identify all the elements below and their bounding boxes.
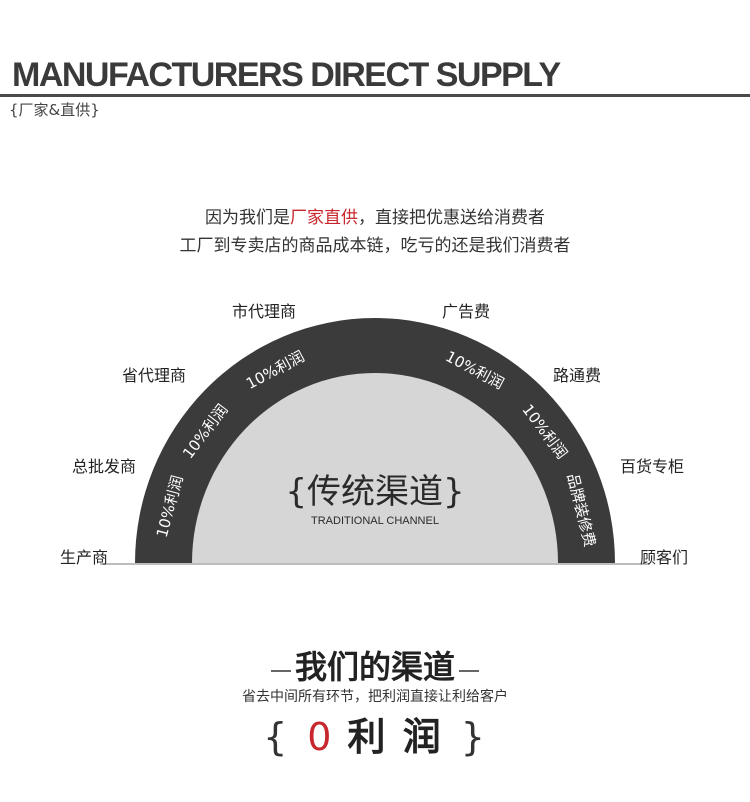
intro-line-1: 因为我们是厂家直供，直接把优惠送给消费者	[0, 203, 750, 228]
page-subtitle: {厂家&直供}	[9, 101, 100, 119]
title-divider	[0, 94, 750, 97]
right-chain-label: 广告费	[442, 302, 490, 321]
diagram-baseline	[100, 563, 650, 565]
center-subtitle: TRADITIONAL CHANNEL	[311, 515, 439, 527]
intro-highlight: 厂家直供	[290, 208, 358, 228]
brace-close: }	[460, 715, 487, 759]
intro-line-2: 工厂到专卖店的商品成本链，吃亏的还是我们消费者	[179, 236, 571, 256]
our-channel-description: 省去中间所有环节，把利润直接让利给客户	[242, 689, 508, 705]
page-title: MANUFACTURERS DIRECT SUPPLY	[12, 56, 561, 94]
traditional-channel-diagram: {传统渠道} TRADITIONAL CHANNEL 10%利润10%利润10%…	[60, 302, 688, 567]
center-title: {传统渠道}	[285, 472, 464, 512]
profit-zero: 0	[307, 715, 334, 759]
right-chain-label: 顾客们	[640, 548, 688, 567]
intro-text: 因为我们是	[205, 208, 290, 228]
title-dash-right	[459, 670, 479, 672]
right-chain-label: 百货专柜	[620, 457, 684, 476]
intro-text: ，直接把优惠送给消费者	[358, 208, 545, 228]
brace-open: {	[263, 715, 290, 759]
inner-semicircle	[192, 373, 558, 563]
our-channel-label: 我们的渠道	[294, 648, 455, 686]
profit-word: 利 润	[347, 715, 443, 759]
left-chain-label: 生产商	[60, 548, 108, 567]
our-channel-title: 我们的渠道	[0, 642, 750, 688]
zero-profit: {0 利 润}	[0, 706, 750, 761]
left-chain-label: 省代理商	[122, 366, 186, 385]
left-chain-label: 市代理商	[232, 302, 296, 321]
right-chain-label: 路通费	[553, 366, 601, 385]
left-chain-label: 总批发商	[72, 457, 136, 476]
title-dash-left	[270, 670, 291, 672]
